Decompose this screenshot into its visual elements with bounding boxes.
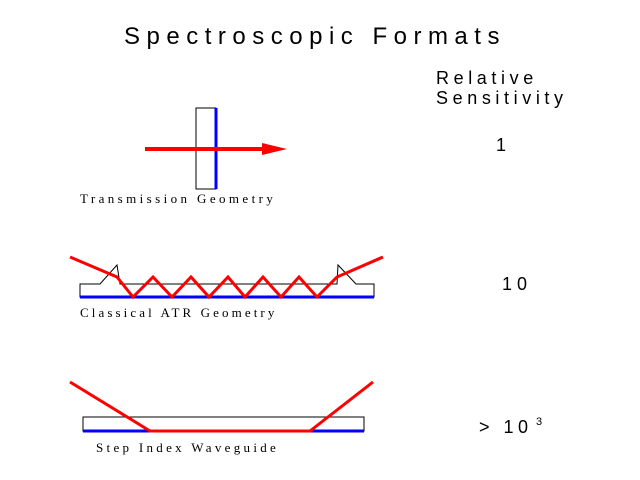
atr-sensitivity-value: 10 [502,274,532,294]
waveguide-slab [82,416,365,432]
transmission-beam-arrowhead [262,143,287,155]
slide-title: Spectroscopic Formats [124,23,506,50]
sensitivity-header-line2: Sensitivity [436,88,568,108]
waveguide-diagram [69,380,374,433]
sensitivity-header-line1: Relative [436,68,538,88]
atr-beam-path [69,255,384,300]
transmission-sensitivity-value: 1 [496,135,506,155]
waveguide-sensitivity-exponent: 3 [536,416,542,428]
waveguide-sensitivity-value: > 10 [479,417,533,437]
waveguide-label: Step Index Waveguide [96,440,279,455]
transmission-geometry-diagram [145,107,287,190]
atr-geometry-diagram [69,255,384,300]
atr-geometry-label: Classical ATR Geometry [80,305,277,320]
atr-crystal-outline [79,263,375,298]
waveguide-beam-path [69,380,374,433]
transmission-geometry-label: Transmission Geometry [80,191,276,206]
